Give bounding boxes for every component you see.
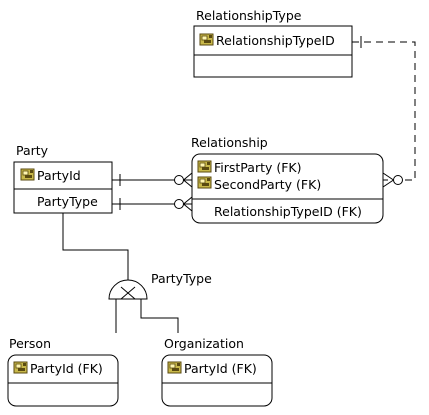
relationship-line-type[interactable] xyxy=(352,36,416,188)
relationship-line-second-party[interactable] xyxy=(112,196,193,212)
key-icon xyxy=(199,33,214,46)
entity-title: Relationship xyxy=(191,135,268,150)
key-icon xyxy=(197,160,212,173)
entity-relationship[interactable]: Relationship FirstParty (FK) SecondParty… xyxy=(191,135,384,224)
attribute: RelationshipTypeID (FK) xyxy=(214,204,362,219)
key-icon xyxy=(197,176,212,189)
key-icon xyxy=(167,361,182,374)
pk-attribute: FirstParty (FK) xyxy=(214,160,302,175)
key-icon xyxy=(13,361,28,374)
pk-attribute: PartyId (FK) xyxy=(30,361,103,376)
relationship-line-first-party[interactable] xyxy=(112,172,193,188)
entity-party[interactable]: Party PartyId PartyType xyxy=(13,143,113,214)
entity-relationship-type[interactable]: RelationshipType RelationshipTypeID xyxy=(193,8,353,78)
pk-attribute: PartyId xyxy=(37,168,81,183)
key-icon xyxy=(20,168,35,181)
entity-title: Person xyxy=(9,336,51,351)
attribute: PartyType xyxy=(37,194,98,209)
subtype-connector[interactable] xyxy=(62,213,179,333)
pk-attribute: SecondParty (FK) xyxy=(214,177,321,192)
entity-title: Organization xyxy=(164,336,244,351)
pk-attribute: PartyId (FK) xyxy=(184,361,257,376)
subtype-discriminator: PartyType xyxy=(151,271,212,286)
entity-title: Party xyxy=(16,143,49,158)
entity-organization[interactable]: Organization PartyId (FK) xyxy=(161,336,273,407)
entity-title: RelationshipType xyxy=(196,8,302,23)
entity-person[interactable]: Person PartyId (FK) xyxy=(7,336,119,407)
pk-attribute: RelationshipTypeID xyxy=(216,33,335,48)
